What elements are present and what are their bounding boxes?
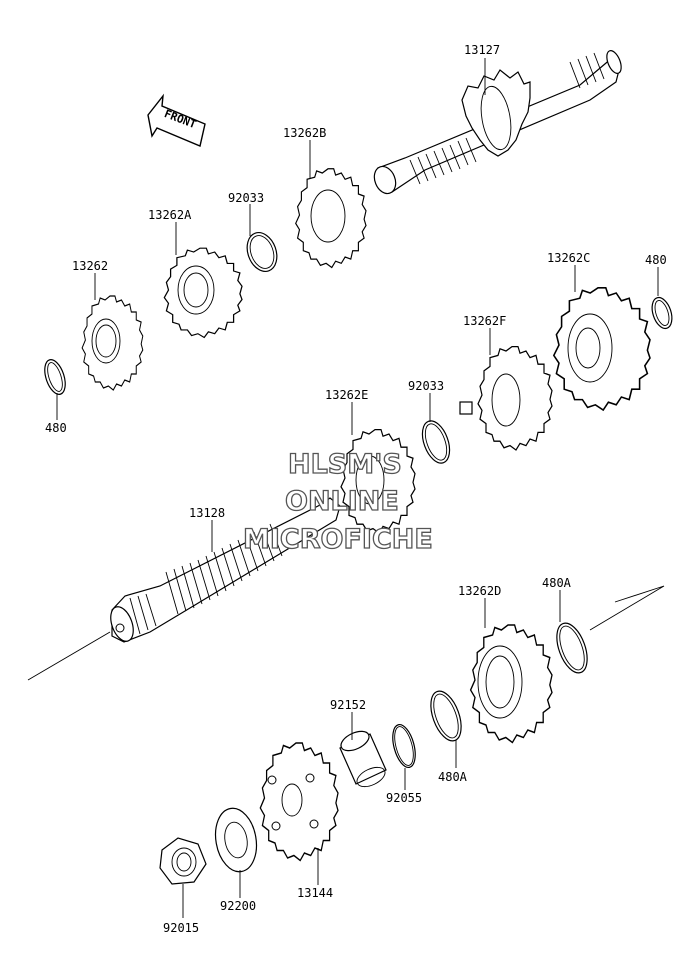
watermark-line-3: MICROFICHE (243, 524, 433, 555)
part-label: 92152 (330, 698, 366, 712)
oring-92055 (392, 723, 416, 769)
watermark-line-1: HLSM'S (288, 449, 402, 480)
front-arrow: FRONT (147, 93, 206, 147)
part-label: 13262 (72, 259, 108, 273)
part-label: 480 (45, 421, 67, 435)
part-label: 13144 (297, 886, 333, 900)
leader-lines (56, 58, 659, 918)
circlip-92033-top (246, 232, 278, 272)
part-label: 13262C (547, 251, 590, 265)
gear-13262A (163, 247, 243, 339)
part-label: 13127 (464, 43, 500, 57)
circlip-480-right (651, 296, 673, 330)
part-label: 480A (542, 576, 572, 590)
gear-13262F (459, 345, 553, 451)
gear-13262E (340, 428, 416, 534)
part-label: 92033 (408, 379, 444, 393)
sprocket-13144 (259, 742, 339, 862)
gear-13262 (81, 295, 144, 391)
circlip-480-left (44, 359, 66, 395)
part-label: 13262E (325, 388, 368, 402)
nut-92015 (159, 837, 207, 885)
part-label: 13262F (463, 314, 506, 328)
front-arrow-icon (147, 93, 206, 147)
part-label: 92200 (220, 899, 256, 913)
part-labels: 13127 13262B 92033 13262A 13262 480 1326… (45, 43, 667, 935)
circlip-480A-bottom (430, 690, 462, 742)
part-label: 92033 (228, 191, 264, 205)
circlip-480A-top (556, 622, 588, 674)
washer-92200 (214, 807, 258, 873)
gear-13262C (553, 287, 651, 411)
circlip-92033-mid (421, 420, 451, 464)
shaft-13127 (373, 50, 622, 195)
part-label: 13262B (283, 126, 326, 140)
gear-13262B (295, 168, 367, 269)
part-label: 92015 (163, 921, 199, 935)
watermark-line-2: ONLINE (285, 486, 399, 517)
part-label: 92055 (386, 791, 422, 805)
collar-92152 (339, 730, 387, 788)
watermark: HLSM'S ONLINE MICROFICHE (242, 448, 433, 555)
part-label: 480A (438, 770, 468, 784)
part-label: 13262A (148, 208, 192, 222)
part-label: 480 (645, 253, 667, 267)
part-label: 13128 (189, 506, 225, 520)
part-label: 13262D (458, 584, 501, 598)
gear-13262D (469, 624, 553, 744)
shaft-13128 (110, 497, 341, 643)
